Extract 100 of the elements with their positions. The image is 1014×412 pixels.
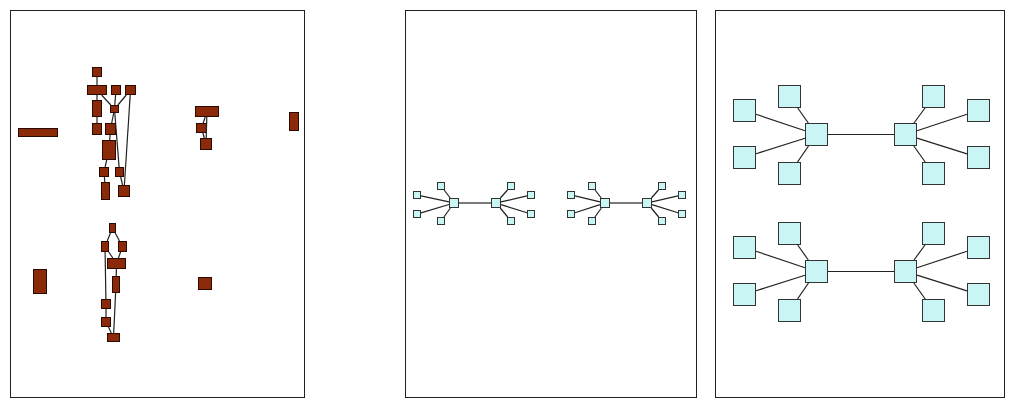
node-box [921, 298, 945, 322]
connector-line [443, 207, 451, 218]
connector-line [104, 251, 107, 300]
node-box [199, 137, 212, 150]
node-box [86, 84, 107, 95]
connector-line [913, 145, 926, 163]
connector-line [106, 232, 112, 242]
node-box [921, 84, 945, 108]
node-box [98, 166, 109, 177]
node-box [288, 111, 299, 131]
connector-line [115, 268, 117, 277]
node-box [448, 197, 459, 208]
connector-line [797, 244, 809, 261]
node-box [106, 257, 126, 269]
connector-line [117, 94, 127, 106]
connector-line [594, 207, 602, 218]
connector-line [913, 107, 926, 124]
node-box [599, 197, 610, 208]
connector-line [916, 137, 968, 155]
node-box [526, 209, 535, 218]
connector-line [120, 176, 124, 186]
node-box [106, 332, 120, 342]
connector-line [827, 133, 895, 136]
connector-line [420, 203, 450, 214]
node-box [804, 122, 828, 146]
node-box [804, 259, 828, 283]
node-box [104, 122, 116, 135]
node-box [197, 276, 212, 290]
node-box [91, 99, 102, 117]
connector-line [594, 189, 602, 199]
connector-line [202, 116, 206, 124]
connector-line [755, 137, 806, 155]
node-box [114, 166, 124, 177]
node-box [412, 209, 421, 218]
connector-line [114, 94, 117, 106]
connector-line [458, 202, 492, 204]
node-box [966, 145, 990, 169]
node-box [966, 98, 990, 122]
node-box [100, 240, 109, 252]
connector-line [105, 308, 107, 318]
connector-line [107, 326, 112, 334]
connector-line [96, 94, 98, 101]
node-box [124, 84, 136, 95]
connector-line [96, 116, 98, 124]
connector-line [609, 202, 643, 204]
connector-line [205, 116, 208, 139]
connector-line [114, 112, 120, 168]
connector-line [796, 282, 810, 300]
connector-line [109, 134, 111, 141]
node-box [657, 181, 666, 190]
node-box [108, 222, 116, 233]
connector-line [111, 112, 115, 124]
node-box [893, 259, 917, 283]
diagram-panel [715, 10, 1005, 398]
node-box [111, 275, 120, 293]
connector-line [755, 274, 806, 292]
connector-line [916, 274, 968, 292]
node-box [117, 240, 127, 252]
connector-line [650, 207, 660, 218]
diagram-panel [10, 10, 305, 398]
connector-line [103, 176, 106, 183]
node-box [732, 282, 756, 306]
node-box [587, 181, 596, 190]
node-box [657, 216, 666, 225]
node-box [412, 190, 421, 199]
node-box [966, 235, 990, 259]
node-box [893, 122, 917, 146]
node-box [91, 66, 102, 77]
node-box [17, 127, 58, 137]
node-box [777, 298, 801, 322]
connector-line [108, 251, 114, 259]
node-box [110, 84, 121, 95]
connector-line [916, 113, 968, 132]
node-box [100, 181, 110, 200]
connector-line [500, 204, 528, 214]
node-box [677, 190, 686, 199]
diagram-panel [405, 10, 697, 398]
connector-line [574, 195, 601, 203]
connector-line [650, 189, 660, 199]
node-box [921, 161, 945, 185]
connector-line [755, 250, 806, 269]
node-box [506, 216, 515, 225]
node-box [732, 145, 756, 169]
node-box [566, 209, 575, 218]
node-box [732, 98, 756, 122]
node-box [195, 122, 207, 133]
node-box [921, 221, 945, 245]
connector-line [913, 244, 926, 261]
node-box [194, 105, 219, 117]
node-box [436, 181, 445, 190]
node-box [91, 122, 102, 135]
connector-line [499, 207, 509, 218]
node-box [436, 216, 445, 225]
node-box [777, 161, 801, 185]
connector-line [913, 282, 926, 300]
node-box [101, 139, 116, 160]
node-box [587, 216, 596, 225]
node-box [109, 104, 119, 113]
connector-line [796, 145, 810, 163]
node-box [506, 181, 515, 190]
